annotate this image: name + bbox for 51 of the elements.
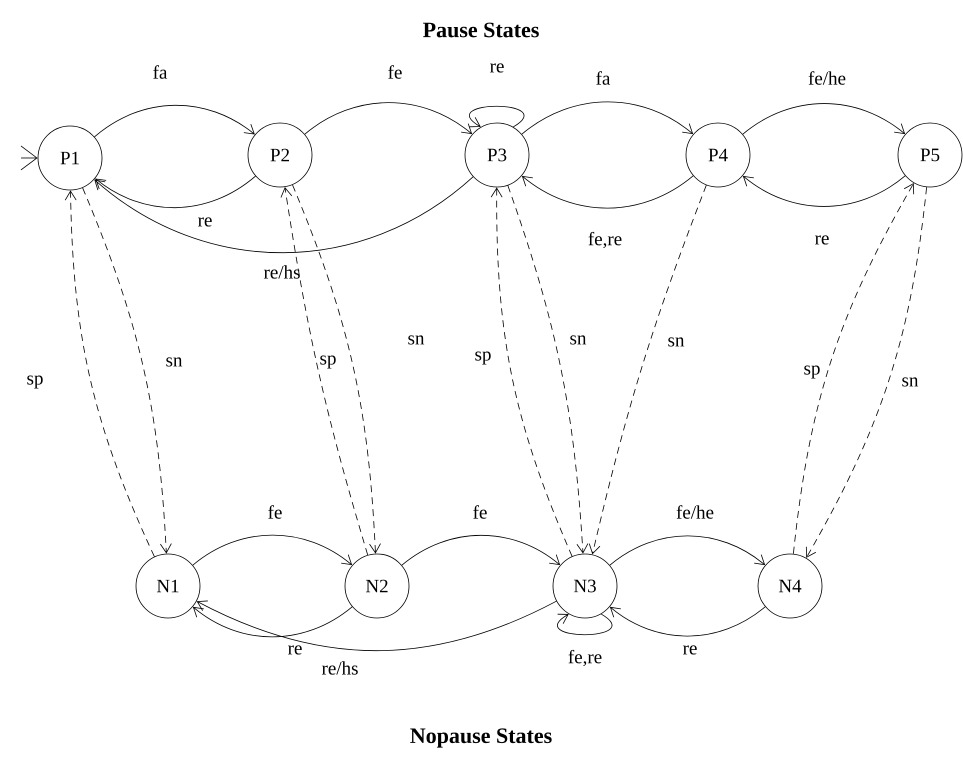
edge-label: sn — [406, 334, 426, 346]
arrow — [557, 614, 612, 636]
edge-label: re — [814, 234, 830, 246]
arrow — [793, 183, 914, 554]
edge-label: re — [682, 644, 698, 656]
edge-label: fe/he — [675, 504, 715, 520]
arrow — [742, 103, 906, 135]
edge-label: fa — [594, 70, 612, 86]
arrow — [610, 606, 766, 637]
arrow — [521, 101, 694, 135]
arrow — [196, 600, 557, 652]
edge-label: sn — [666, 336, 686, 348]
arrow — [469, 106, 524, 128]
heading: Nopause States — [410, 728, 552, 748]
edge-label: fa — [152, 64, 168, 80]
edge-label: fe/he — [807, 70, 847, 86]
arrow — [64, 190, 155, 557]
edge-label: re — [286, 644, 304, 656]
edge-label: re/hs — [320, 660, 360, 676]
edge-label: sp — [802, 364, 822, 380]
arrow — [304, 102, 472, 135]
arrow — [192, 606, 353, 638]
arrow — [94, 176, 474, 254]
edge-label: fe,re — [566, 648, 604, 668]
edge-label: re — [488, 62, 506, 74]
arrow — [742, 175, 906, 207]
heading: Pause States — [423, 22, 539, 38]
edge-label: sn — [164, 356, 184, 368]
edge-label: re — [196, 216, 214, 228]
edge-label: sp — [474, 350, 492, 366]
arrow — [490, 187, 572, 557]
arrow — [588, 184, 707, 554]
edge-label: fe — [472, 504, 488, 520]
arrow — [401, 534, 560, 566]
arrow — [609, 535, 766, 566]
edge-label: sn — [900, 376, 920, 388]
edge-label: fe,re — [586, 230, 624, 250]
arrow — [94, 104, 255, 138]
arrow — [507, 185, 588, 554]
edge-label: sp — [26, 374, 44, 390]
arrow — [280, 187, 368, 556]
arrow — [192, 534, 352, 566]
arrow — [522, 175, 694, 209]
edge-label: sp — [318, 354, 338, 370]
arrow — [292, 184, 381, 554]
arrow — [82, 187, 172, 554]
edge-label: sn — [568, 334, 588, 346]
arrow — [806, 186, 928, 558]
edge-label: fe — [266, 504, 284, 520]
edge-label: fe — [386, 64, 404, 80]
arrow — [95, 176, 256, 208]
